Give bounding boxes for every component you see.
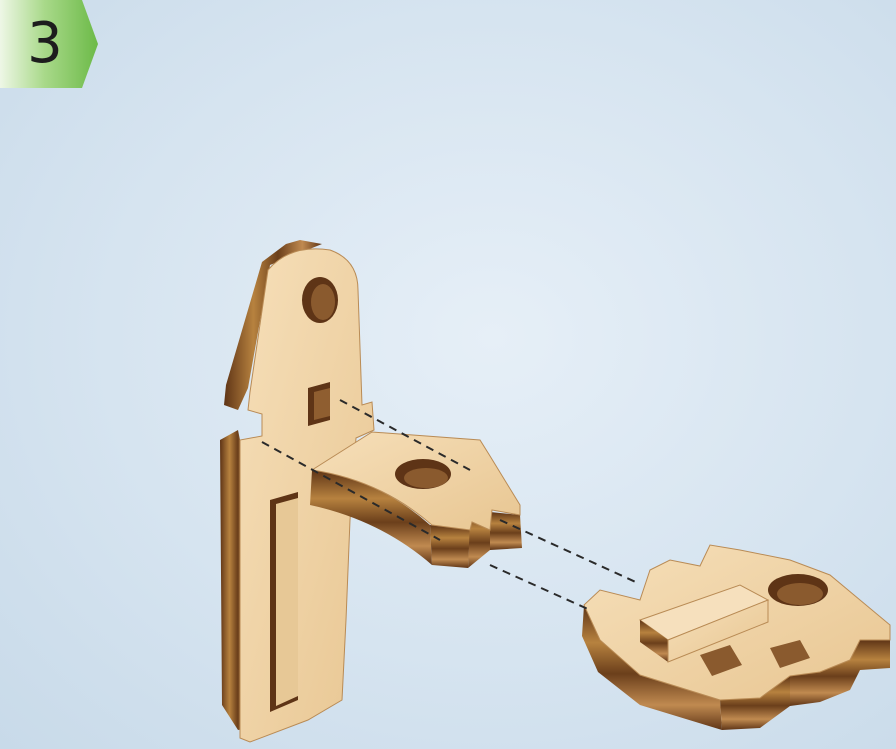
exploded-piece-part <box>582 545 890 730</box>
